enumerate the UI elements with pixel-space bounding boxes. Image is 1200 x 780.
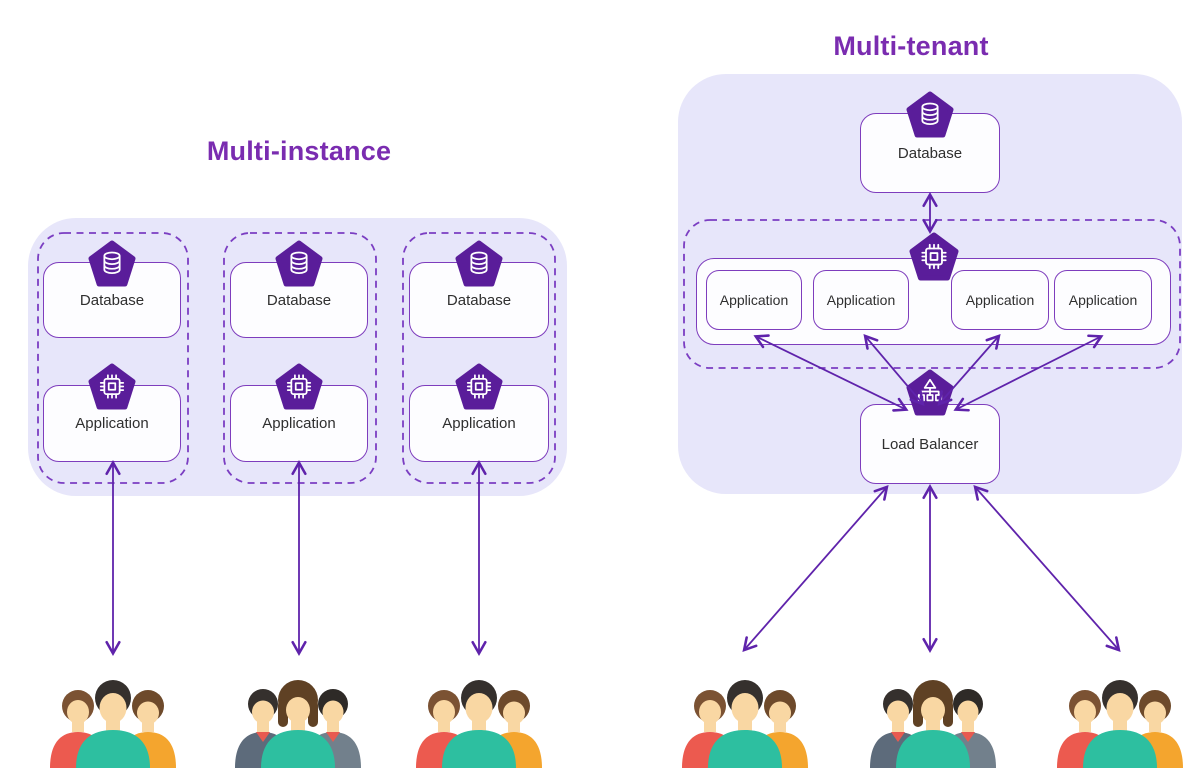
database-label: Database: [266, 291, 332, 309]
chip-pentagon-icon: [87, 363, 137, 410]
database-pentagon-icon: [454, 240, 504, 287]
instance2-application-node: Application: [230, 385, 368, 462]
tenant-database-node: Database: [860, 113, 1000, 193]
user-group-6: [1057, 680, 1183, 768]
instance1-application-node: Application: [43, 385, 181, 462]
application-tier-container: Application Application Application Appl…: [696, 258, 1171, 345]
multi-tenant-title: Multi-tenant: [833, 31, 989, 61]
user-group-5: [870, 680, 996, 768]
application-label: Application: [1068, 292, 1138, 308]
application-label: Application: [719, 292, 789, 308]
application-label: Application: [826, 292, 896, 308]
database-pentagon-icon: [87, 240, 137, 287]
instance3-database-node: Database: [409, 262, 549, 338]
application-node-4: Application: [1054, 270, 1152, 330]
application-label: Application: [442, 415, 516, 432]
chip-pentagon-icon: [274, 363, 324, 410]
multi-instance-title: Multi-instance: [206, 136, 392, 166]
instance1-database-node: Database: [43, 262, 181, 338]
chip-pentagon-icon: [908, 232, 960, 281]
database-label: Database: [79, 291, 145, 309]
application-node-1: Application: [706, 270, 802, 330]
database-pentagon-icon: [905, 91, 955, 138]
database-label: Database: [446, 291, 512, 309]
user-group-2: [235, 680, 361, 768]
load-balancer-pentagon-icon: [905, 369, 955, 416]
database-pentagon-icon: [274, 240, 324, 287]
arrow-lb-users3: [973, 485, 1121, 652]
instance3-application-node: Application: [409, 385, 549, 462]
arrow-lb-users1: [742, 485, 889, 652]
user-group-3: [416, 680, 542, 768]
instance2-database-node: Database: [230, 262, 368, 338]
application-label: Application: [262, 415, 336, 432]
application-label: Application: [965, 292, 1035, 308]
load-balancer-label: Load Balancer: [881, 435, 979, 453]
user-group-4: [682, 680, 808, 768]
user-group-1: [50, 680, 176, 768]
load-balancer-node: Load Balancer: [860, 404, 1000, 484]
application-label: Application: [75, 415, 149, 432]
chip-pentagon-icon: [454, 363, 504, 410]
application-node-2: Application: [813, 270, 909, 330]
database-label: Database: [897, 144, 963, 162]
application-node-3: Application: [951, 270, 1049, 330]
